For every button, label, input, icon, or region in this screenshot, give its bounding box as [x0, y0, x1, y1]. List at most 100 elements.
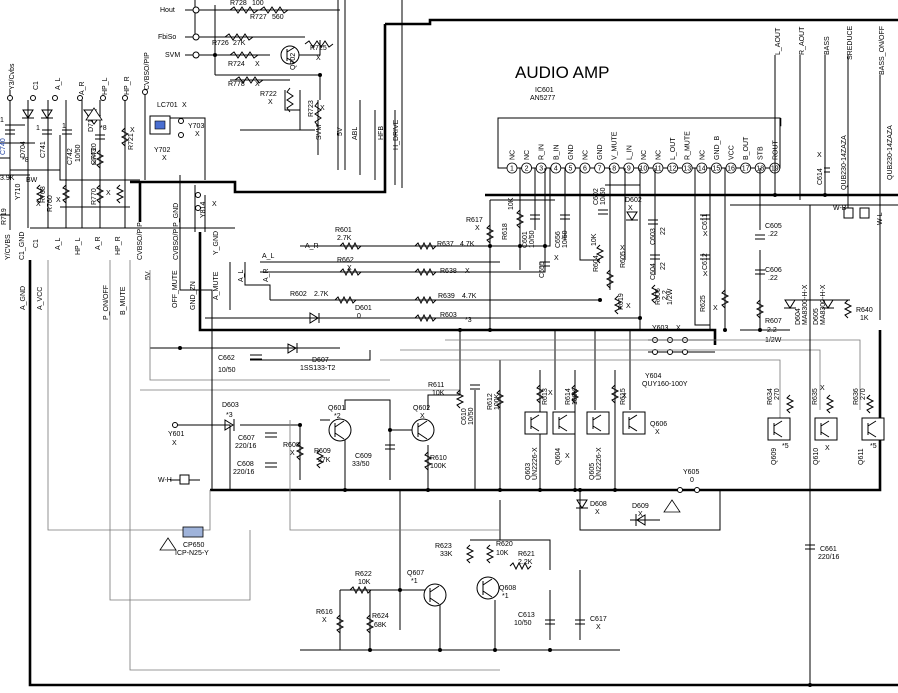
c656-ref: C656 [555, 231, 562, 248]
r608-ref: R608 [283, 442, 300, 449]
r601-ref: R601 [335, 227, 352, 234]
d607-val: 1SS133-T2 [300, 365, 336, 372]
q607-ref: Q607 [407, 570, 424, 577]
lower-wiring [47, 205, 861, 685]
ic-pin-number-9: 9 [627, 166, 631, 173]
ic-pin-number-10: 10 [640, 166, 648, 173]
r606-ref: R606 [655, 288, 662, 305]
c743-ref: C743 [91, 148, 98, 165]
lbus-5v: 5V [145, 271, 152, 280]
d609-ref: D609 [632, 503, 649, 510]
r726-ref: R726 [212, 40, 229, 47]
c661-val: 220/16 [818, 554, 840, 561]
r622-ref: R622 [355, 571, 372, 578]
ic-pin-2 [521, 162, 532, 174]
r623-ref: R623 [435, 543, 452, 550]
signal-hout: Hout [160, 7, 175, 14]
c742-val: 1 [62, 123, 66, 130]
y605-ref: Y605 [683, 469, 699, 476]
y710-val: BW [26, 177, 38, 184]
ic-pin-label-15: GND_B [714, 136, 721, 160]
wh-label: W-H [158, 477, 172, 484]
r778-ref: R778 [228, 81, 245, 88]
r720-val: X [92, 160, 97, 167]
r722-ref: R722 [260, 91, 277, 98]
vlabel-svm: SVM [316, 125, 323, 140]
y601-val: X [172, 440, 177, 447]
r619-ref: R619 [618, 293, 625, 310]
diagram-title: AUDIO AMP [515, 63, 609, 82]
r634-ref: R634 [767, 388, 774, 405]
conn-qub-2: QUB230-14ZAZA [887, 125, 894, 180]
d704-val: *8 [22, 157, 29, 164]
q603-ref: Q603 [525, 463, 532, 480]
ic-pin-label-10: NC [641, 150, 648, 160]
c607-val: 220/16 [235, 443, 257, 450]
y702-val: X [162, 155, 167, 162]
c743-val: 10/50 [75, 144, 82, 162]
bus-signal-al: A_L [262, 253, 275, 260]
r639-ref: R639 [438, 293, 455, 300]
c617-ref: C617 [590, 616, 607, 623]
r613-ref: R613 [542, 388, 549, 405]
r723-val: X [320, 105, 325, 112]
ic-pin-9 [623, 162, 635, 174]
r617-ref: R617 [466, 217, 483, 224]
r612-val: 100K [494, 393, 501, 410]
r625-ref: R625 [700, 295, 707, 312]
r638-ref: R638 [440, 268, 457, 275]
c613-val: 10/50 [514, 620, 532, 627]
y814-val: X [212, 201, 217, 208]
right-connector-wiring [774, 55, 881, 320]
d602-ref: D602 [625, 197, 642, 204]
ic-pin-16 [725, 162, 737, 174]
lbus-al: A_L [238, 269, 245, 282]
d609-val: X [638, 511, 643, 518]
bus-c1: C1 [33, 239, 40, 248]
vlabel-abl: ABL [352, 127, 359, 140]
q611-ref: Q611 [858, 448, 865, 465]
conn-wl: W-L [877, 212, 884, 225]
lbus-ar: A_R [263, 268, 270, 282]
c741-ref: C741 [40, 141, 47, 158]
r618-ref: R618 [502, 223, 509, 240]
label-c1-top: C1 [33, 81, 40, 90]
lbus-bmute: B_MUTE [120, 286, 127, 315]
q610-ref: Q610 [813, 448, 820, 465]
q607-val: *1 [411, 578, 418, 585]
ic-pin-13 [681, 162, 693, 174]
ic-pin-label-14: NC [699, 150, 706, 160]
r770-val: X [106, 190, 111, 197]
c608-ref: C608 [237, 461, 254, 468]
terminal-hout [192, 6, 200, 14]
ic-pin-15 [711, 162, 722, 174]
bus-ygnd: Y_GND [213, 231, 220, 255]
r616-ref: R616 [316, 609, 333, 616]
c655-val: X [554, 255, 559, 262]
left-top-cluster [5, 89, 201, 211]
d607-ref: D607 [312, 357, 329, 364]
r607-val: 2.2 [767, 327, 777, 334]
c609-ref: C609 [355, 453, 372, 460]
q611-val: *5 [870, 443, 877, 450]
r638-val: X [465, 268, 470, 275]
c662-val: 10/50 [218, 367, 236, 374]
c656-val: 10/50 [562, 230, 569, 248]
d603-val: *3 [226, 412, 233, 419]
r611-val: 10K [432, 390, 445, 397]
c603-val: 22 [660, 227, 667, 235]
c602-ref: C602 [593, 188, 600, 205]
bus-hpr: HP_R [115, 236, 122, 255]
r719-ref: R719 [1, 208, 8, 225]
c741-val: 1 [36, 125, 40, 132]
r720-ref: R720 [91, 143, 98, 160]
y604-ref: Y604 [645, 373, 661, 380]
c611-val: X [703, 231, 708, 238]
conn-sreduce: SREDUCE [847, 25, 854, 60]
bus-cvbsopip: CVBSO/PIP [137, 222, 144, 260]
d605-ref: D605 [813, 308, 820, 325]
q606-ref: Q606 [650, 421, 667, 428]
label-y3cvbs: Y3/Cvbs [9, 63, 16, 90]
r635-val: X [820, 385, 825, 392]
r728-ref: R728 [230, 0, 247, 7]
